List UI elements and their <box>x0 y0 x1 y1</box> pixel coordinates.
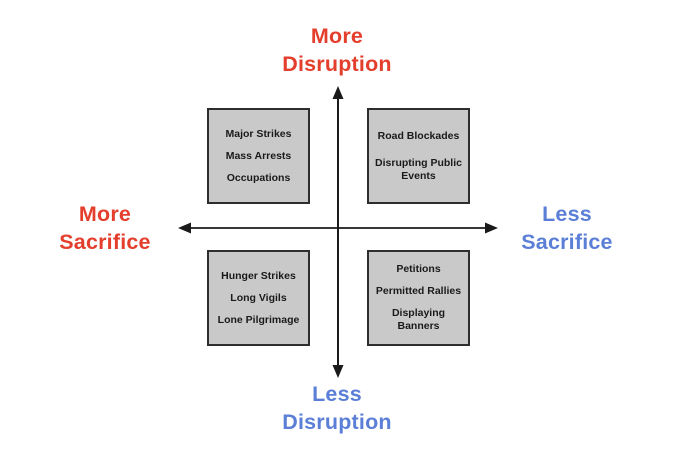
box-item: Road Blockades <box>377 129 460 142</box>
box-item: Mass Arrests <box>225 149 292 162</box>
box-item: Hunger Strikes <box>221 269 296 282</box>
box-item: Long Vigils <box>230 291 287 304</box>
quadrant-box-top-right: Road Blockades Disrupting Public Events <box>367 108 470 204</box>
quadrant-box-bottom-right: Petitions Permitted Rallies Displaying B… <box>367 250 470 346</box>
box-item: Disrupting Public Events <box>375 156 462 182</box>
box-item: Lone Pilgrimage <box>217 313 300 326</box>
box-item: Displaying Banners <box>391 307 446 332</box>
quadrant-box-bottom-left: Hunger Strikes Long Vigils Lone Pilgrima… <box>207 250 310 346</box>
axis-label-more-sacrifice: More Sacrifice <box>59 202 151 254</box>
box-item: Petitions <box>396 263 441 275</box>
axis-label-less-sacrifice: Less Sacrifice <box>521 202 613 254</box>
box-item: Major Strikes <box>225 127 292 140</box>
box-item: Permitted Rallies <box>375 285 462 297</box>
left-arrow-icon <box>178 222 191 234</box>
up-arrow-icon <box>332 86 344 99</box>
right-arrow-icon <box>485 222 498 234</box>
quadrant-box-top-left: Major Strikes Mass Arrests Occupations <box>207 108 310 204</box>
box-item: Occupations <box>226 171 291 184</box>
axis-label-more-disruption: More Disruption <box>282 24 392 76</box>
axis-label-less-disruption: Less Disruption <box>282 382 392 434</box>
down-arrow-icon <box>332 365 344 378</box>
